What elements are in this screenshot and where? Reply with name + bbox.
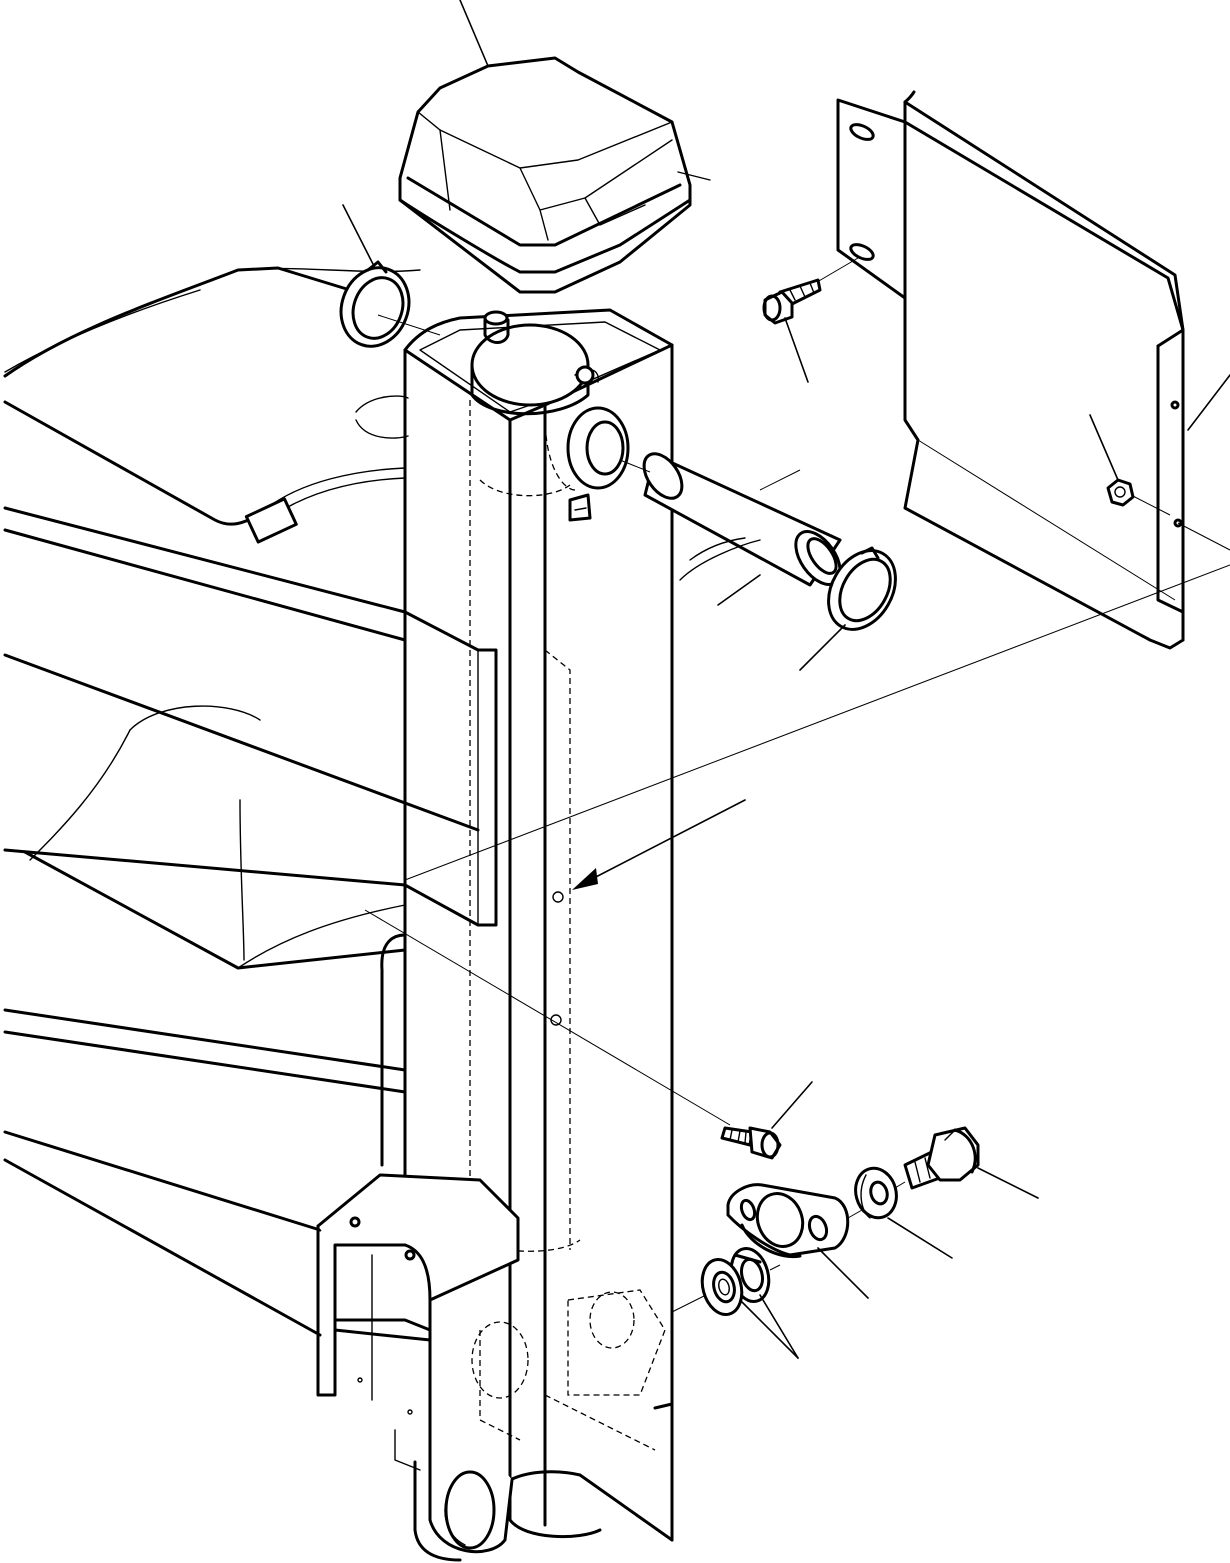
washer xyxy=(854,1166,953,1259)
side-plate xyxy=(811,90,1230,650)
cover-cap-icon xyxy=(398,0,711,294)
snap-ring-left xyxy=(339,204,441,348)
pin xyxy=(619,452,842,606)
upright-post xyxy=(403,308,674,1542)
assembly-guide-lines xyxy=(364,564,1230,1126)
lower-bracket xyxy=(316,1173,520,1562)
chassis-frame xyxy=(3,266,498,1337)
nut xyxy=(1089,414,1135,507)
bushing-pair xyxy=(671,1247,799,1359)
flange xyxy=(726,1183,869,1299)
snap-ring-right xyxy=(799,546,897,671)
bolt-large xyxy=(903,1126,1039,1199)
bolt-top xyxy=(762,278,822,383)
bolt-middle xyxy=(720,1081,813,1160)
